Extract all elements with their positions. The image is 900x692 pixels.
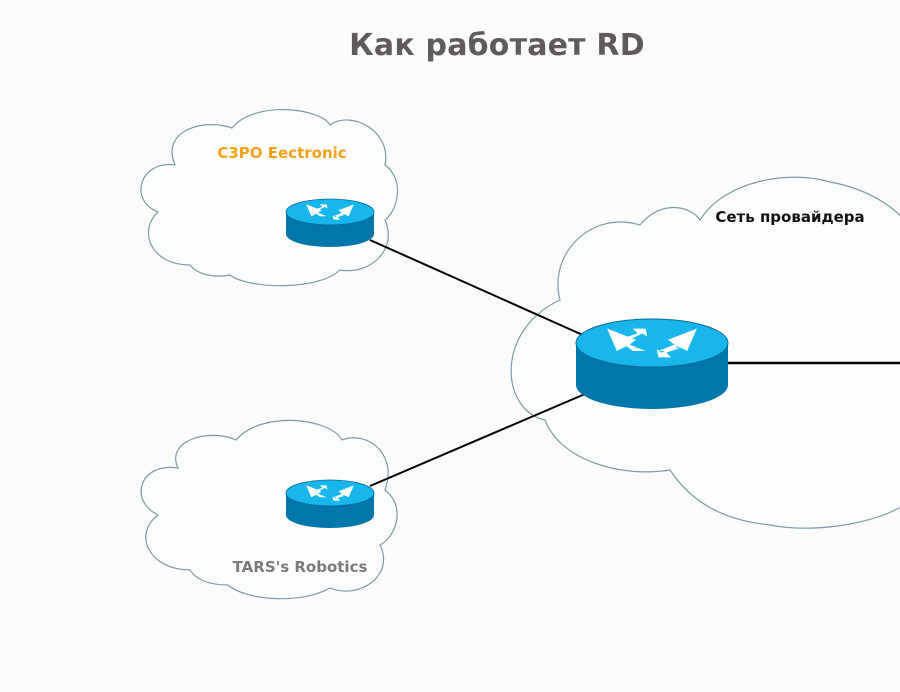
- router-icon: [285, 198, 375, 247]
- link-c3po-provider: [369, 239, 586, 337]
- router-icon: [575, 318, 729, 409]
- link-tars-provider: [369, 393, 586, 487]
- label-tars: TARS's Robotics: [233, 558, 368, 576]
- cloud-tars: [140, 419, 398, 600]
- router-icon: [285, 479, 375, 528]
- diagram-title: Как работает RD: [349, 28, 645, 63]
- label-provider: Сеть провайдера: [715, 208, 864, 226]
- cloud-c3po: [140, 109, 399, 287]
- label-c3po: C3PO Eectronic: [217, 144, 346, 162]
